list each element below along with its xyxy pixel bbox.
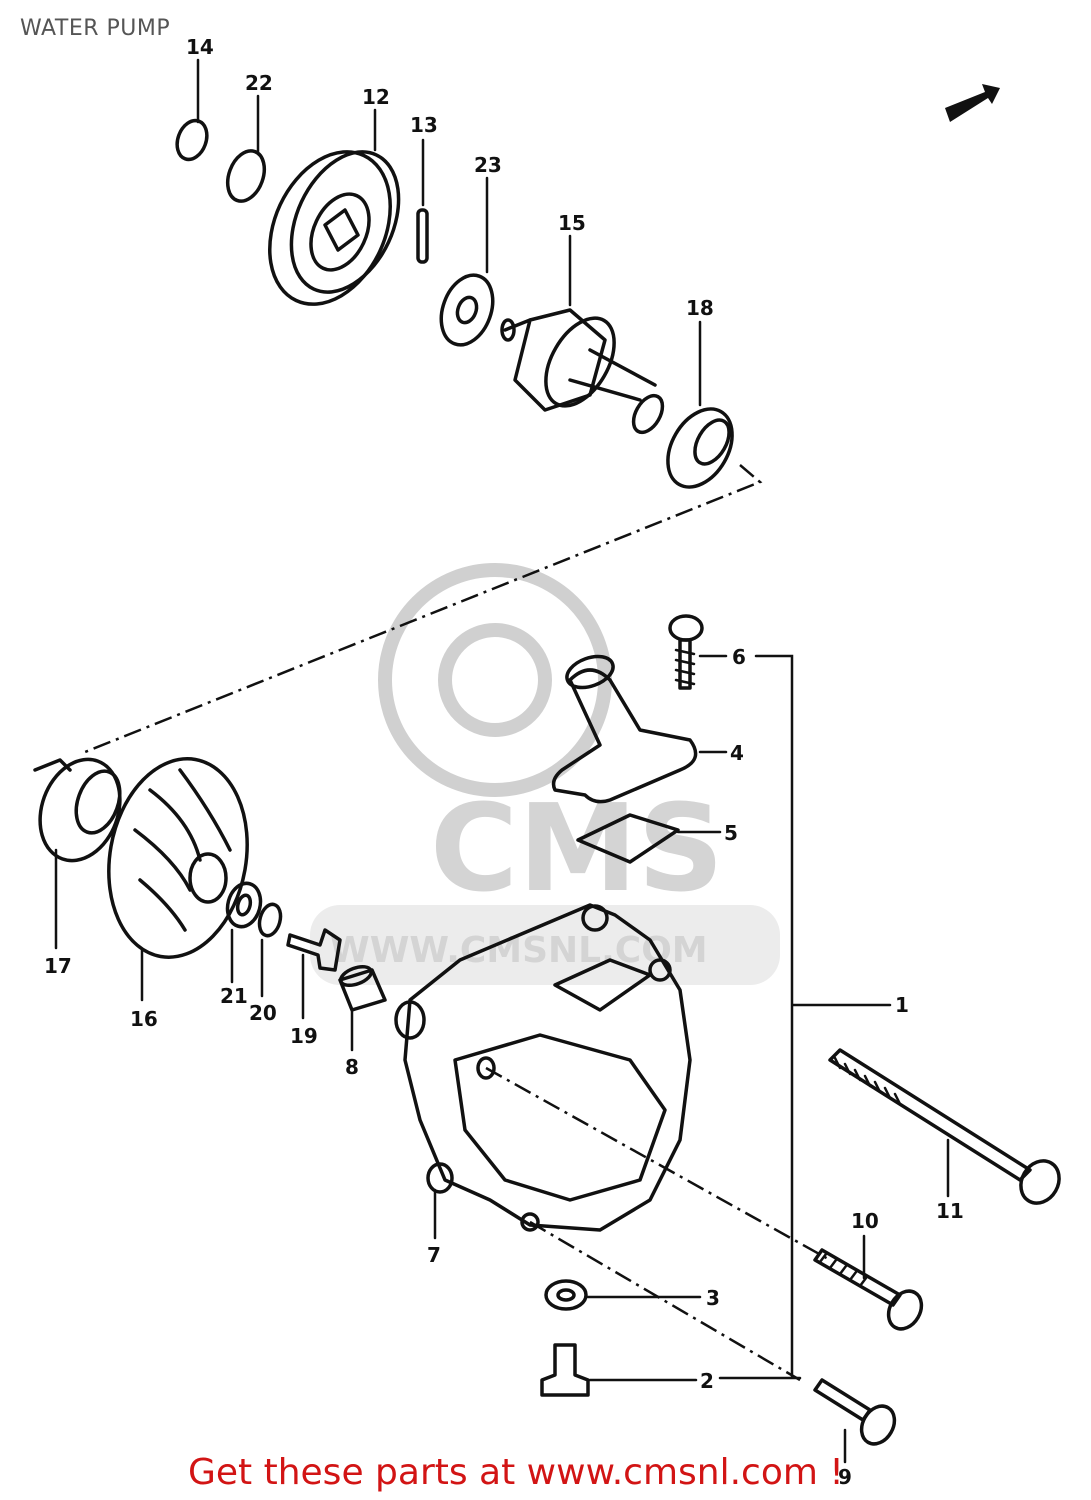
- callout-21: 21: [220, 984, 248, 1008]
- part-10-bolt: [813, 1234, 924, 1331]
- callout-3: 3: [706, 1286, 720, 1310]
- callout-10: 10: [851, 1209, 879, 1233]
- part-6-bolt: [668, 614, 728, 690]
- part-15-impeller-shaft: [500, 234, 665, 435]
- callout-11: 11: [936, 1199, 964, 1223]
- watermark-brand: CMS: [430, 780, 724, 919]
- part-8-dowel-pin: [338, 964, 387, 1052]
- part-7-pump-cover: [394, 903, 692, 1240]
- callout-labels: 1 2 3 4 5 6 7 8 9 10 11 12 13 14 15 16 1…: [44, 35, 964, 1489]
- part-11-long-bolt: [828, 1048, 1061, 1205]
- callout-18: 18: [686, 296, 714, 320]
- part-22-washer: [225, 94, 267, 203]
- part-14-circlip: [175, 58, 209, 162]
- callout-15: 15: [558, 211, 586, 235]
- part-20-washer: [257, 902, 283, 998]
- part-9-bolt: [813, 1378, 897, 1464]
- callout-16: 16: [130, 1007, 158, 1031]
- callout-14: 14: [186, 35, 214, 59]
- callout-6: 6: [732, 645, 746, 669]
- part-13-pin: [416, 138, 429, 264]
- part-5-gasket: [576, 813, 722, 864]
- part-19-bolt: [286, 928, 342, 1020]
- callout-20: 20: [249, 1001, 277, 1025]
- callout-23: 23: [474, 153, 502, 177]
- callout-4: 4: [730, 741, 744, 765]
- callout-2: 2: [700, 1369, 714, 1393]
- part-21-washer: [225, 881, 263, 984]
- footer-link[interactable]: Get these parts at www.cmsnl.com !: [188, 1452, 844, 1493]
- part-4-inlet-pipe: [551, 654, 728, 804]
- callout-1: 1: [895, 993, 909, 1017]
- callout-12: 12: [362, 85, 390, 109]
- part-2-drain-bolt: [540, 1343, 698, 1397]
- part-16-impeller: [107, 757, 249, 1002]
- part-18-oil-seal: [666, 320, 734, 489]
- callout-9: 9: [838, 1465, 852, 1489]
- front-arrow-icon: [945, 84, 1000, 122]
- callout-5: 5: [724, 821, 738, 845]
- part-23-washer: [439, 176, 495, 347]
- diagram-title: WATER PUMP: [20, 16, 171, 41]
- callout-22: 22: [245, 71, 273, 95]
- part-12-pump-gear: [268, 108, 401, 306]
- callout-13: 13: [410, 113, 438, 137]
- callout-7: 7: [427, 1243, 441, 1267]
- callout-19: 19: [290, 1024, 318, 1048]
- callout-17: 17: [44, 954, 72, 978]
- part-3-washer: [544, 1279, 702, 1311]
- callout-8: 8: [345, 1055, 359, 1079]
